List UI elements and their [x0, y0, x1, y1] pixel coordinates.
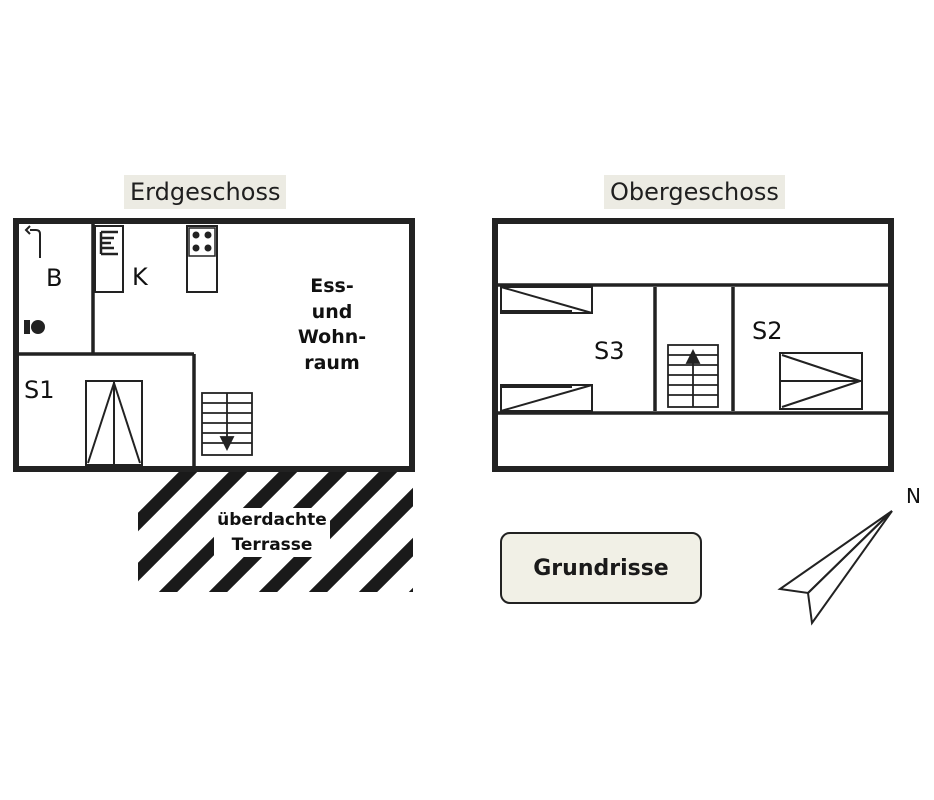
terrace-line-2: Terrasse: [231, 534, 313, 555]
ground-floor-walls: [13, 218, 415, 472]
bed-icon: [500, 384, 593, 412]
bed-icon: [500, 286, 593, 314]
upper-floor-inner-walls: [497, 283, 889, 415]
living-line-3: Wohn-: [297, 326, 367, 349]
compass-north-label: N: [906, 484, 921, 508]
ground-floor-title: Erdgeschoss: [124, 175, 287, 209]
legend-label: Grundrisse: [533, 555, 669, 581]
sink-icon: [94, 225, 124, 293]
upper-floor-title: Obergeschoss: [604, 175, 785, 209]
toilet-icon: [24, 320, 45, 334]
stove-icon: [186, 225, 218, 293]
living-line-1: Ess-: [310, 275, 354, 297]
upper-floor-walls: [492, 218, 894, 472]
living-line-4: raum: [304, 351, 360, 374]
stairs-icon: [667, 344, 719, 408]
bed-icon: [779, 352, 863, 410]
living-line-2: und: [311, 300, 353, 323]
room-label-living: Ess- und Wohn- raum: [290, 274, 374, 377]
bed-icon: [85, 380, 143, 466]
room-label-bedroom-1: S1: [24, 376, 55, 404]
stairs-icon: [201, 392, 253, 456]
room-label-bedroom-2: S2: [752, 317, 783, 345]
room-label-bedroom-3: S3: [594, 337, 625, 365]
shower-icon: [24, 225, 41, 258]
ground-floor-inner-walls: [18, 223, 196, 467]
terrace-label: überdachte Terrasse: [214, 508, 330, 558]
room-label-kitchen: K: [132, 263, 148, 291]
terrace-line-1: überdachte: [217, 510, 327, 530]
legend-box: Grundrisse: [500, 532, 702, 604]
compass-icon: [777, 510, 893, 626]
room-label-bath: B: [46, 264, 63, 292]
